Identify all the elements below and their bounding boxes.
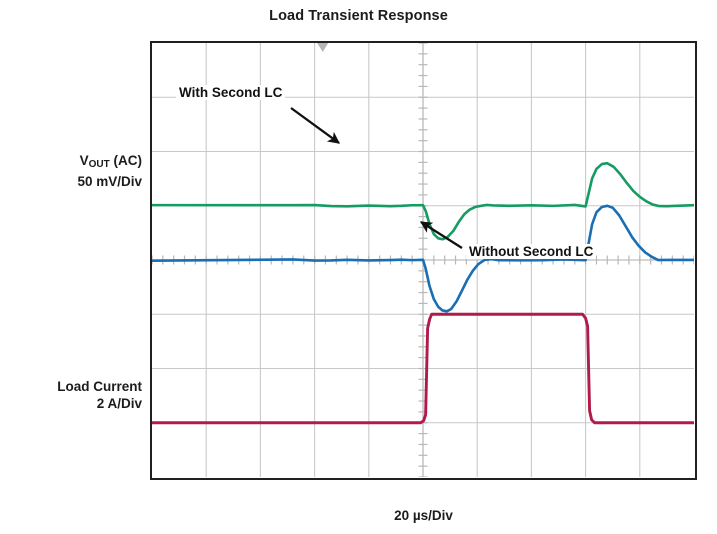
load-current-scale: 2 A/Div bbox=[96, 396, 142, 411]
x-axis-label: 20 µs/Div bbox=[394, 508, 453, 523]
vout-axis-label: VOUT (AC) 50 mV/Div bbox=[0, 152, 142, 190]
load-current-axis-label: Load Current 2 A/Div bbox=[0, 378, 142, 412]
vout-symbol: V bbox=[79, 153, 89, 168]
vout-channel-name: VOUT (AC) bbox=[0, 152, 142, 173]
annotation-without-second-lc: Without Second LC bbox=[466, 244, 597, 259]
load-current-channel-name: Load Current bbox=[57, 379, 142, 394]
annotation-with-second-lc: With Second LC bbox=[176, 85, 286, 100]
oscilloscope-plot-area bbox=[150, 41, 697, 480]
plot-inner bbox=[152, 43, 695, 478]
vout-subscript: OUT bbox=[88, 159, 110, 170]
waveform-traces bbox=[152, 161, 694, 425]
vout-ac-suffix: (AC) bbox=[109, 153, 143, 168]
page-title: Load Transient Response bbox=[269, 8, 448, 24]
vout-scale: 50 mV/Div bbox=[77, 174, 142, 189]
